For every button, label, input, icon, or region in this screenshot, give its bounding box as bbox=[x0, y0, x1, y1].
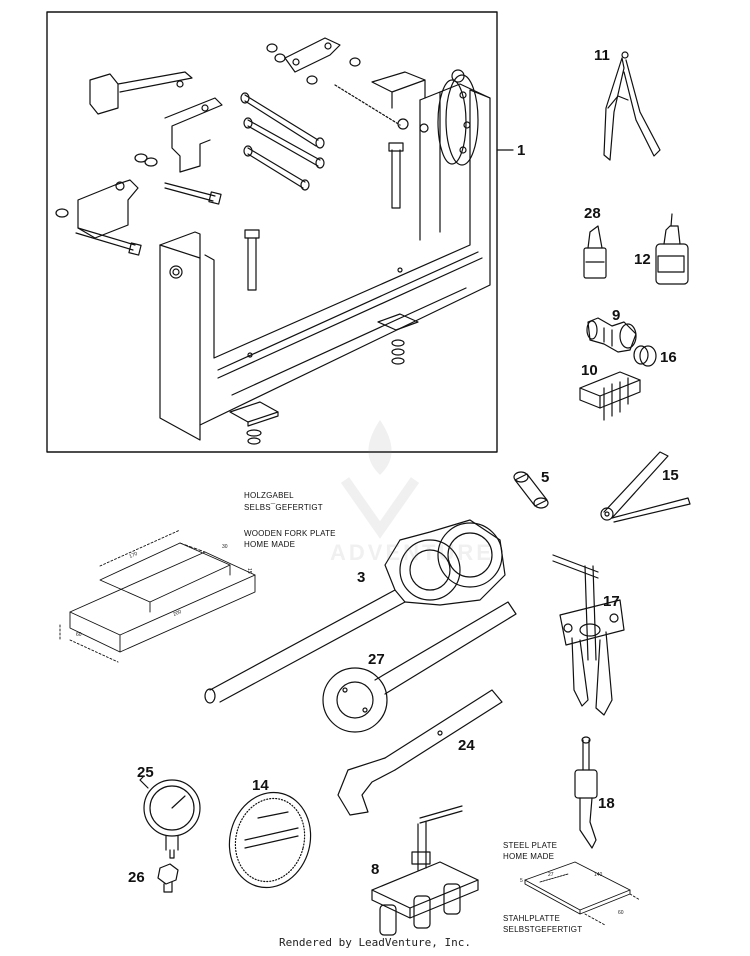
callout-24: 24 bbox=[458, 737, 475, 754]
dim-plate-140: 140 bbox=[594, 872, 603, 878]
hook-spanner bbox=[338, 690, 502, 815]
callout-9: 9 bbox=[612, 307, 620, 324]
callout-25: 25 bbox=[137, 764, 154, 781]
plate-note-en-1: STEEL PLATE bbox=[503, 841, 557, 850]
fork-note-en-2: HOME MADE bbox=[244, 540, 295, 549]
callout-15: 15 bbox=[662, 467, 679, 484]
dim-fork-30: 30 bbox=[222, 544, 228, 550]
callout-numbers: 1 11 28 12 9 16 10 5 15 3 17 27 24 25 14… bbox=[128, 47, 679, 886]
puller-plate bbox=[580, 372, 640, 420]
plate-note-de-1: STAHLPLATTE bbox=[503, 914, 560, 923]
flame-icon bbox=[368, 420, 392, 475]
dim-plate-60: 60 bbox=[618, 910, 624, 916]
notes: HOLZGABEL SELBS¯GEFERTIGT WOODEN FORK PL… bbox=[244, 491, 582, 934]
callout-27: 27 bbox=[368, 651, 385, 668]
callout-1: 1 bbox=[517, 142, 525, 159]
callout-10: 10 bbox=[581, 362, 598, 379]
threaded-rods bbox=[241, 85, 400, 190]
dim-plate-5: 5 bbox=[520, 878, 523, 884]
assembly-frame bbox=[47, 12, 497, 452]
callout-11: 11 bbox=[594, 47, 610, 64]
clutch-holder bbox=[205, 520, 505, 703]
dim-fork-15: 15 bbox=[246, 568, 252, 574]
callout-5: 5 bbox=[541, 469, 549, 486]
plate-note-en-2: HOME MADE bbox=[503, 852, 554, 861]
callout-26: 26 bbox=[128, 869, 145, 886]
engine-stand-assembly bbox=[47, 12, 513, 452]
footer-credit: Rendered by LeadVenture, Inc. bbox=[278, 936, 472, 949]
dimensions: 170 30 15 200 60 140 27 5 60 bbox=[76, 544, 624, 916]
callout-14: 14 bbox=[252, 777, 269, 794]
callout-12: 12 bbox=[634, 251, 651, 268]
dim-fork-200: 200 bbox=[172, 609, 182, 618]
dim-plate-27: 27 bbox=[548, 872, 554, 878]
hook-wrench bbox=[601, 452, 690, 522]
sleeve bbox=[514, 472, 548, 508]
fork-note-de-1: HOLZGABEL bbox=[244, 491, 294, 500]
pin-wrench bbox=[323, 602, 516, 732]
steel-plate bbox=[525, 862, 640, 925]
callout-16: 16 bbox=[660, 349, 677, 366]
callout-3: 3 bbox=[357, 569, 365, 586]
fork-note-de-2: SELBS¯GEFERTIGT bbox=[244, 503, 323, 512]
dim-fork-60: 60 bbox=[76, 632, 82, 638]
bearing-puller bbox=[372, 806, 478, 935]
sealant-tube bbox=[584, 226, 606, 278]
bracket bbox=[90, 72, 192, 114]
dial-gauge bbox=[140, 776, 200, 858]
callout-8: 8 bbox=[371, 861, 379, 878]
timing-disc bbox=[219, 783, 321, 896]
dim-fork-170: 170 bbox=[128, 551, 138, 560]
wooden-fork-plate bbox=[60, 530, 255, 662]
three-arm-puller bbox=[553, 555, 624, 715]
bushing bbox=[634, 346, 656, 366]
callout-17: 17 bbox=[603, 593, 620, 610]
crankshaft-adaptor bbox=[587, 318, 636, 352]
circlip-pliers bbox=[604, 52, 660, 160]
watermark-text: ADVENTURE bbox=[330, 540, 494, 565]
callout-28: 28 bbox=[584, 205, 601, 222]
callout-18: 18 bbox=[598, 795, 615, 812]
fork-note-en-1: WOODEN FORK PLATE bbox=[244, 529, 336, 538]
slide-hammer bbox=[575, 737, 597, 848]
gauge-adaptor bbox=[158, 864, 178, 892]
loctite-bottle bbox=[656, 214, 688, 284]
plate-note-de-2: SELBSTGEFERTIGT bbox=[503, 925, 582, 934]
watermark-logo: ADVENTURE bbox=[330, 420, 494, 565]
